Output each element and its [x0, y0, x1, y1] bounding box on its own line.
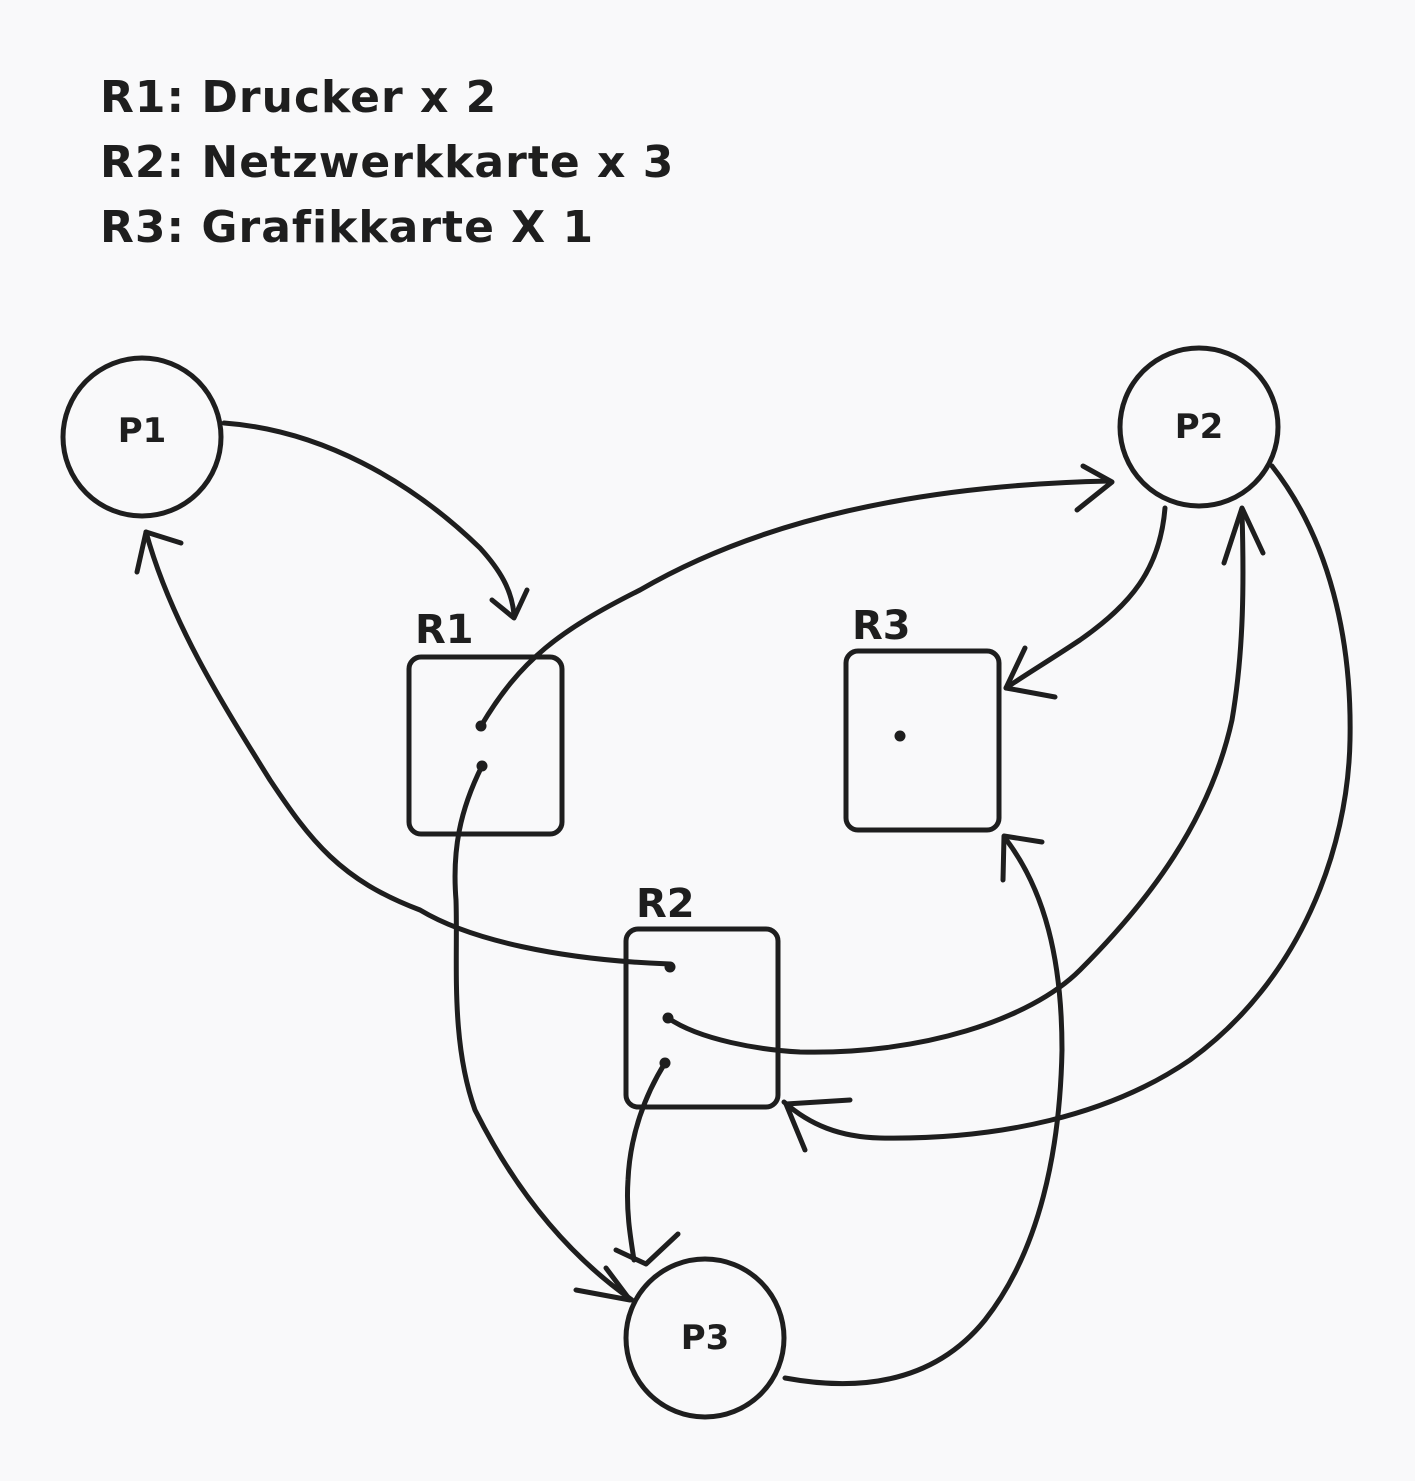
legend-line-r3: R3: Grafikkarte X 1 [100, 202, 594, 253]
edges [134, 420, 1353, 1387]
edge-line [781, 463, 1353, 1141]
process-p3[interactable]: P3 [623, 1256, 787, 1420]
resource-r3-box [843, 648, 1002, 833]
resource-r2[interactable]: R2 [623, 881, 781, 1110]
process-p1-label: P1 [118, 411, 167, 451]
edge-r2-assign-p3 [613, 1060, 681, 1267]
resource-r1-box [406, 654, 565, 837]
edge-r1-assign-p2 [478, 463, 1115, 729]
legend-line-r1: R1: Drucker x 2 [100, 72, 497, 123]
edge-line [782, 835, 1065, 1387]
process-p3-label: P3 [681, 1318, 730, 1358]
arrowhead-icon [1074, 463, 1115, 513]
edge-p1-request-r1 [221, 420, 530, 621]
process-p2-circle [1117, 345, 1281, 509]
edge-p3-request-r3 [782, 833, 1065, 1387]
edge-line [478, 478, 1113, 729]
edge-r2-assign-p1 [134, 529, 673, 967]
edge-p2-request-r3 [1003, 505, 1168, 700]
edge-r1-assign-p3 [452, 763, 635, 1303]
process-p2[interactable]: P2 [1117, 345, 1281, 509]
arrowhead-icon [573, 1265, 633, 1303]
edge-line [221, 420, 517, 618]
arrowhead-icon [489, 587, 530, 621]
arrowhead-icon [613, 1231, 681, 1267]
arrowhead-icon [134, 529, 184, 575]
arrowhead-icon [1221, 505, 1266, 566]
resource-r2-label: R2 [636, 881, 695, 927]
legend-line-r2: R2: Netzwerkkarte x 3 [100, 137, 674, 188]
edge-r2-assign-p2 [665, 505, 1266, 1055]
process-p2-label: P2 [1175, 407, 1224, 447]
process-p1[interactable]: P1 [60, 355, 224, 519]
edge-line [452, 763, 635, 1303]
arrowhead-icon [1003, 645, 1058, 700]
resource-r2-box [623, 926, 781, 1110]
edge-line [1003, 505, 1168, 691]
process-p1-circle [60, 355, 224, 519]
edge-line [665, 509, 1246, 1055]
arrowhead-icon [783, 1097, 853, 1153]
process-p3-circle [623, 1256, 787, 1420]
resource-r3-label: R3 [852, 603, 911, 649]
arrowhead-icon [1000, 833, 1045, 883]
resource-r1-label: R1 [415, 607, 474, 653]
resource-r3[interactable]: R3 [843, 603, 1002, 833]
legend: R1: Drucker x 2 R2: Netzwerkkarte x 3 R3… [100, 72, 674, 253]
edge-p2-request-r2 [781, 463, 1353, 1153]
resource-r3-instance-dot [894, 730, 906, 742]
edge-line [624, 1060, 668, 1263]
edge-line [143, 529, 673, 967]
